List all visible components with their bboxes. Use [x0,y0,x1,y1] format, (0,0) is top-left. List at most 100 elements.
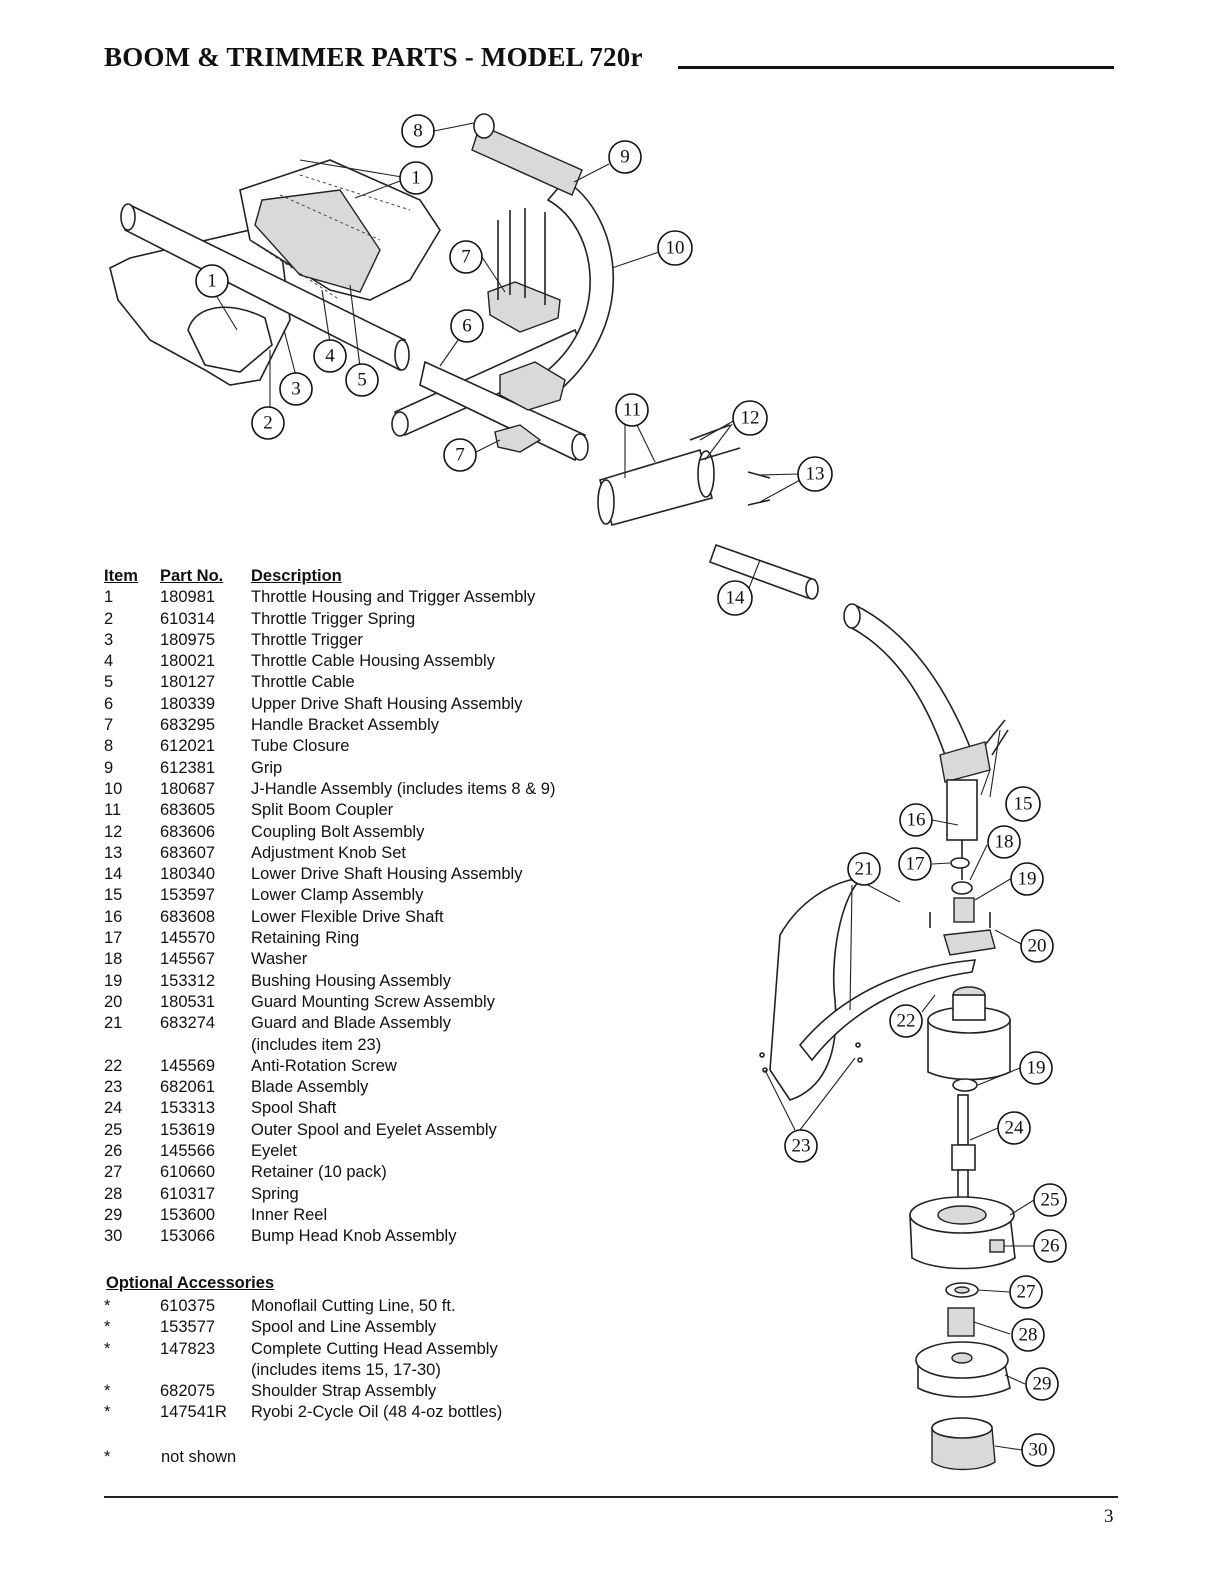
header-description: Description [251,567,342,585]
row-item: 26 [104,1142,123,1161]
row-item: 27 [104,1163,123,1182]
row-description: Eyelet [251,1142,297,1161]
row-description: Retainer (10 pack) [251,1163,387,1182]
svg-text:10: 10 [666,238,685,259]
row-part-no: 180127 [160,673,216,692]
row-description: Lower Drive Shaft Housing Assembly [251,865,523,884]
callout-17: 17 [898,847,932,881]
svg-text:15: 15 [1014,794,1033,815]
callout-20: 20 [1020,929,1054,963]
row-description: Handle Bracket Assembly [251,716,440,735]
row-description: Upper Drive Shaft Housing Assembly [251,694,523,713]
callout-13: 13 [797,456,833,492]
svg-text:17: 17 [906,854,925,875]
row-description: Bushing Housing Assembly [251,971,451,990]
row-item: 4 [104,652,114,671]
row-description: Throttle Housing and Trigger Assembly [251,588,536,607]
row-item: 13 [104,843,123,862]
accessory-mark: * [104,1318,111,1337]
callout-27: 27 [1009,1275,1043,1309]
row-part-no: 180340 [160,865,216,884]
row-item: 25 [104,1120,123,1139]
svg-text:5: 5 [357,370,367,391]
note-mark: * [104,1448,111,1466]
row-part-no: 153619 [160,1120,216,1139]
callout-12: 12 [732,400,768,436]
row-description: Guard Mounting Screw Assembly [251,992,495,1011]
row-part-no: 180981 [160,588,216,607]
callout-25: 25 [1033,1183,1067,1217]
row-description: Throttle Cable [251,673,355,692]
row-item: 22 [104,1056,123,1075]
row-part-no: 180531 [160,992,216,1011]
row-description: Coupling Bolt Assembly [251,822,425,841]
callout-19-lower: 19 [1019,1051,1053,1085]
row-description: Split Boom Coupler [251,801,394,820]
svg-text:7: 7 [455,445,465,466]
callout-8: 8 [401,114,435,148]
svg-text:28: 28 [1019,1325,1038,1346]
svg-text:26: 26 [1041,1236,1060,1257]
accessory-part-no: 147541R [160,1403,227,1422]
row-description: Throttle Trigger Spring [251,609,416,628]
row-description: Washer [251,950,308,969]
callout-3: 3 [279,372,313,406]
bent-lower-shaft-drawing [843,603,977,772]
callout-22: 22 [889,1004,923,1038]
callout-24: 24 [997,1111,1031,1145]
callout-1-lower: 1 [195,264,229,298]
split-boom-coupler-drawing [597,424,771,526]
row-part-no: 610660 [160,1163,216,1182]
callout-7-lower: 7 [443,438,477,472]
row-description: Spool Shaft [251,1099,337,1118]
callout-23: 23 [784,1129,818,1163]
callout-6: 6 [450,309,484,343]
row-item: 2 [104,609,114,628]
boom-tube-drawing [391,328,589,462]
row-item: 16 [104,907,123,926]
row-part-no: 153066 [160,1227,216,1246]
row-description: Lower Flexible Drive Shaft [251,907,444,926]
row-part-no: 145567 [160,950,216,969]
row-description: Anti-Rotation Screw [251,1056,397,1075]
accessory-description: Monoflail Cutting Line, 50 ft. [251,1297,456,1315]
note-text: not shown [161,1448,237,1466]
row-item: 28 [104,1184,123,1203]
callout-5: 5 [345,363,379,397]
row-item: 14 [104,865,123,884]
accessory-part-no: 610375 [160,1297,216,1315]
row-item: 30 [104,1227,123,1246]
callout-28: 28 [1011,1318,1045,1352]
row-description: Tube Closure [251,737,350,756]
row-item: 8 [104,737,114,756]
row-part-no: 153312 [160,971,216,990]
svg-text:11: 11 [623,400,641,421]
svg-text:24: 24 [1005,1118,1025,1139]
row-part-no: 610317 [160,1184,216,1203]
callout-16: 16 [899,803,933,837]
callout-7-upper: 7 [449,240,483,274]
row-part-no: 145570 [160,929,216,948]
svg-text:6: 6 [462,316,472,337]
row-part-no: 612021 [160,737,216,756]
row-item: 1 [104,588,114,607]
accessories-title: Optional Accessories [106,1274,275,1292]
row-item: 19 [104,971,123,990]
row-item: 3 [104,630,114,649]
header-part-no: Part No. [160,567,224,585]
row-part-no: 683274 [160,1014,216,1033]
row-item: 12 [104,822,123,841]
lower-tube-drawing [708,543,819,600]
row-item: 24 [104,1099,123,1118]
row-part-no: 180021 [160,652,216,671]
svg-text:19: 19 [1027,1058,1046,1079]
callout-2: 2 [251,406,285,440]
row-part-no: 145566 [160,1142,216,1161]
accessory-mark: * [104,1339,111,1358]
accessory-mark: * [104,1297,111,1315]
header-item: Item [104,567,138,585]
row-description: Retaining Ring [251,929,360,948]
row-item: 10 [104,779,123,798]
svg-text:30: 30 [1029,1440,1048,1461]
